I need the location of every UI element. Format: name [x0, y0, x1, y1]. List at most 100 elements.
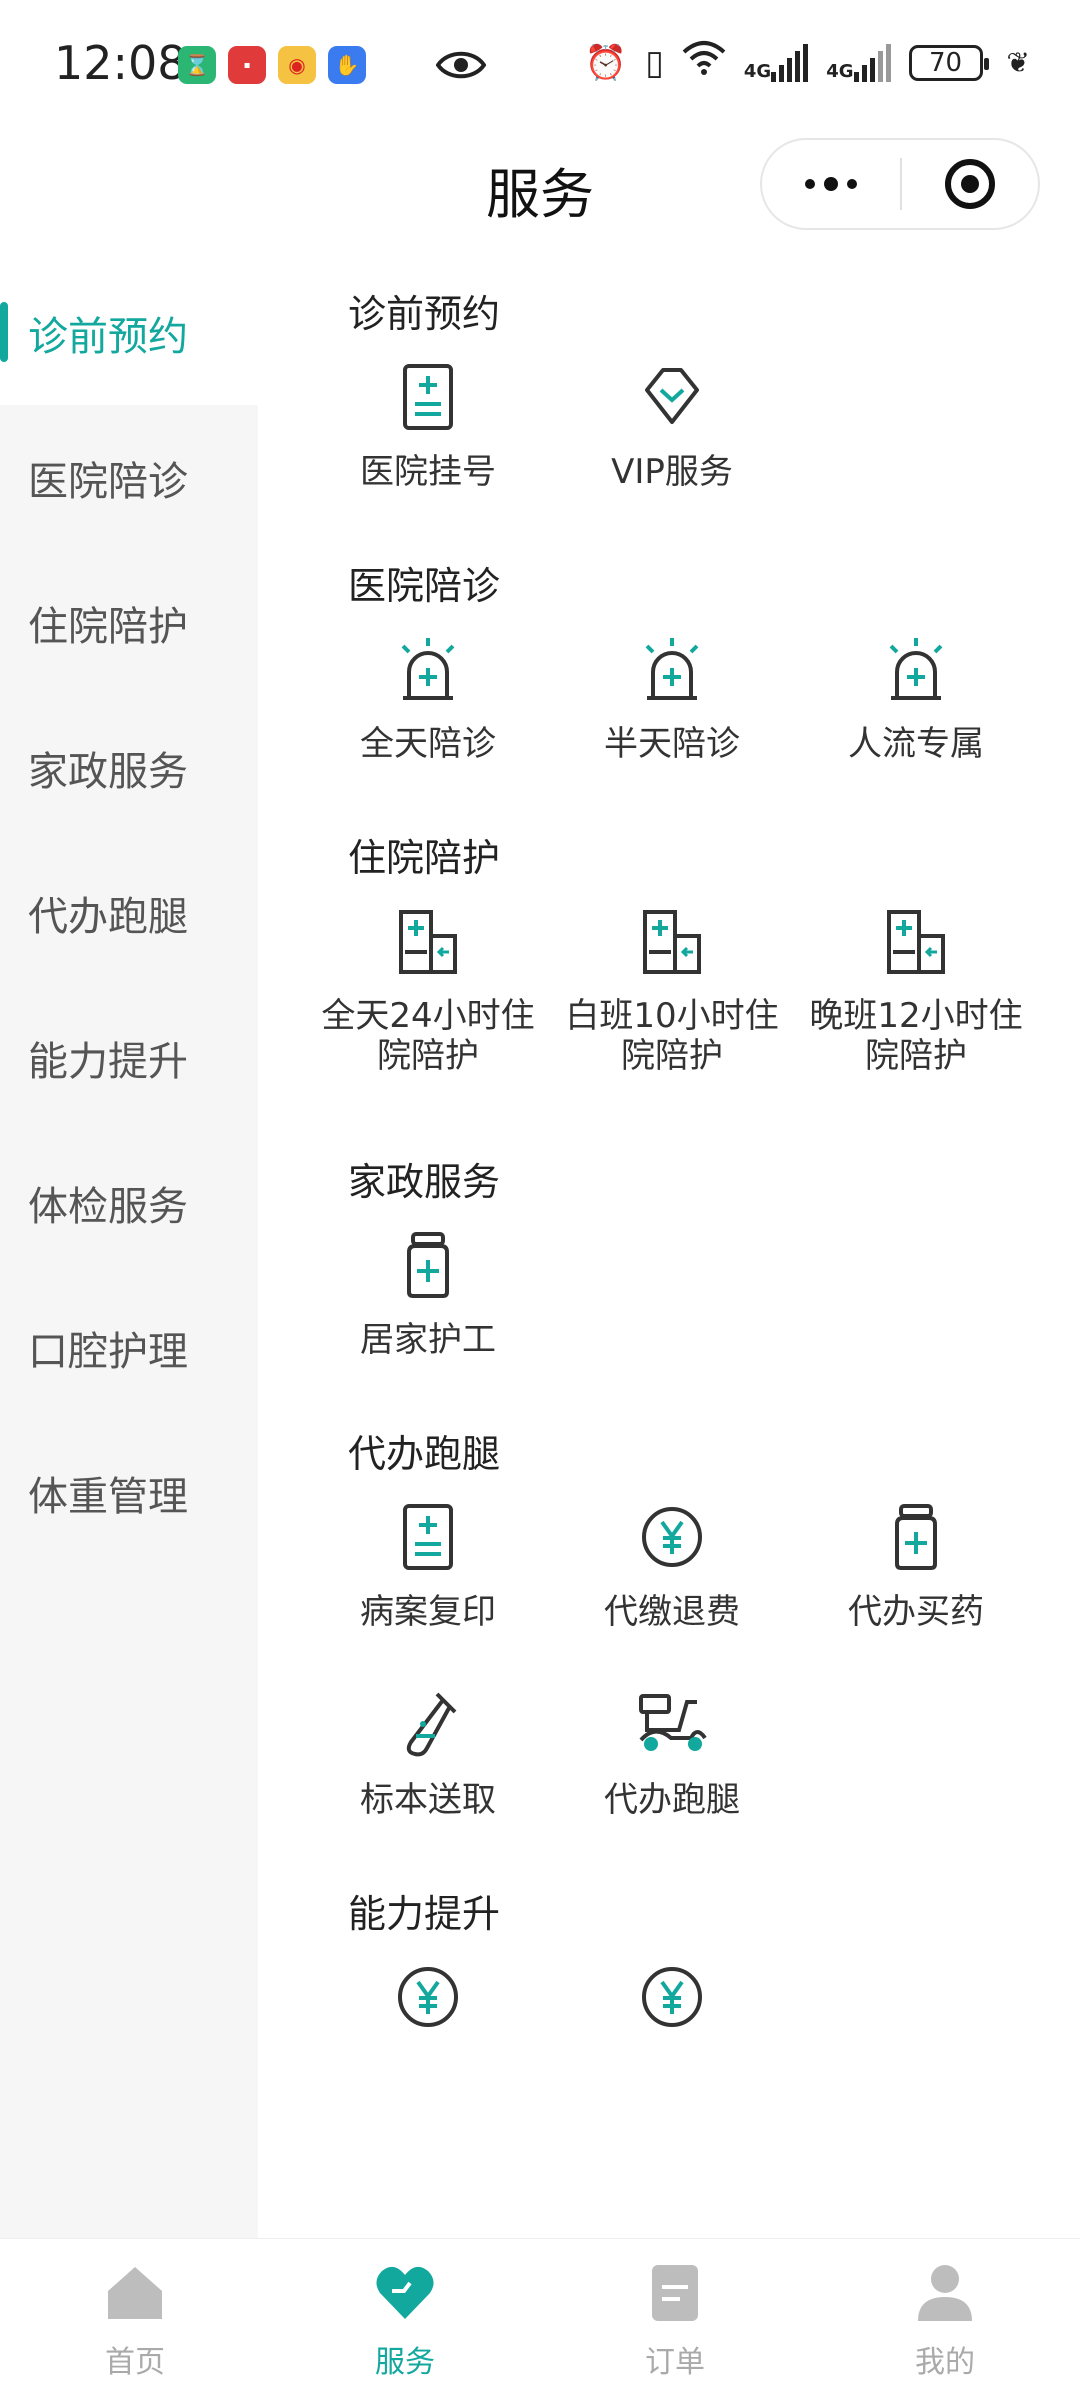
service-label: 全天24小时住院陪护 [321, 996, 535, 1076]
sidebar-item-0[interactable]: 诊前预约 [0, 260, 258, 405]
shield-app-icon: ✋ [328, 46, 366, 84]
service-tile[interactable]: 病案复印 [306, 1484, 550, 1672]
service-label: 全天陪诊 [360, 724, 496, 764]
capsule-divider [900, 158, 902, 210]
mini-program-capsule [760, 138, 1040, 230]
siren-icon [627, 624, 717, 714]
service-tile[interactable]: 白班10小时住院陪护 [550, 888, 794, 1128]
battery-level: 70 [928, 47, 963, 78]
section-title: 住院陪护 [348, 836, 501, 880]
hourglass-app-icon: ⌛ [178, 46, 216, 84]
sidebar-item-4[interactable]: 代办跑腿 [28, 893, 188, 940]
weibo-app-icon: ◉ [278, 46, 316, 84]
service-tile[interactable]: 全天陪诊 [306, 616, 550, 804]
service-label: 代办买药 [848, 1592, 984, 1632]
dot-icon [824, 177, 838, 191]
service-grid [306, 1944, 1080, 2132]
tab-label: 首页 [105, 2345, 165, 2380]
sidebar-item-6[interactable]: 体检服务 [28, 1183, 188, 1230]
section-title: 代办跑腿 [348, 1432, 501, 1476]
service-label: VIP服务 [611, 452, 733, 492]
more-button[interactable] [762, 140, 900, 228]
heart-icon [370, 2257, 440, 2331]
eye-icon [435, 48, 487, 86]
siren-icon [871, 624, 961, 714]
service-grid: 居家护工 [306, 1212, 1080, 1400]
service-label: 半天陪诊 [604, 724, 740, 764]
service-grid: 全天24小时住院陪护白班10小时住院陪护晚班12小时住院陪护 [306, 888, 1080, 1128]
close-button[interactable] [902, 140, 1038, 228]
sidebar-item-2[interactable]: 住院陪护 [28, 603, 188, 650]
section-title: 医院陪诊 [348, 564, 501, 608]
service-grid: 全天陪诊 半天陪诊 人流专属 [306, 616, 1080, 804]
tab-2[interactable]: 订单 [540, 2239, 810, 2388]
service-tile[interactable]: 代办买药 [794, 1484, 1038, 1672]
dot-icon [805, 179, 815, 189]
tab-3[interactable]: 我的 [810, 2239, 1080, 2388]
service-tile[interactable] [306, 1944, 550, 2132]
sidebar-item-1[interactable]: 医院陪诊 [28, 458, 188, 505]
sidebar-item-5[interactable]: 能力提升 [28, 1038, 188, 1085]
clipboard-plus-icon [383, 352, 473, 442]
yen-icon [383, 1952, 473, 2042]
alarm-icon: ⏰ [584, 42, 628, 83]
sidebar-item-3[interactable]: 家政服务 [28, 748, 188, 795]
tab-0[interactable]: 首页 [0, 2239, 270, 2388]
vibrate-icon: ▯ [645, 42, 664, 83]
service-label: 白班10小时住院陪护 [565, 996, 779, 1076]
signal-bars-icon [771, 43, 809, 82]
test-tube-icon [383, 1680, 473, 1770]
medicine-jar-icon [871, 1492, 961, 1582]
yen-icon [627, 1492, 717, 1582]
scooter-icon [627, 1680, 717, 1770]
target-icon [944, 159, 995, 209]
service-tile[interactable]: 标本送取 [306, 1672, 550, 1860]
hospital-icon [871, 896, 961, 986]
section-title: 能力提升 [348, 1892, 501, 1936]
hospital-icon [627, 896, 717, 986]
service-tile[interactable] [550, 1944, 794, 2132]
service-label: 居家护工 [360, 1320, 496, 1360]
sidebar-item-7[interactable]: 口腔护理 [28, 1328, 188, 1375]
hospital-icon [383, 896, 473, 986]
leaf-icon: ❦ [1006, 46, 1030, 79]
huawei-app-icon: ▪ [228, 46, 266, 84]
diamond-icon [627, 352, 717, 442]
sidebar-item-8[interactable]: 体重管理 [28, 1473, 188, 1520]
service-tile[interactable]: 代缴退费 [550, 1484, 794, 1672]
section-title: 家政服务 [348, 1160, 501, 1204]
status-time: 12:08 [54, 36, 187, 90]
service-grid: 病案复印 代缴退费代办买药标本送取 代办跑腿 [306, 1484, 1080, 1860]
service-tile[interactable]: 代办跑腿 [550, 1672, 794, 1860]
service-label: 医院挂号 [360, 452, 496, 492]
service-tile[interactable]: 半天陪诊 [550, 616, 794, 804]
battery-icon: 70 [908, 44, 989, 81]
category-sidebar: 诊前预约医院陪诊住院陪护家政服务代办跑腿能力提升体检服务口腔护理体重管理 [0, 260, 258, 2238]
order-icon [640, 2257, 710, 2331]
bottom-tab-bar: 首页 服务 订单 我的 [0, 2238, 1080, 2388]
service-label: 病案复印 [360, 1592, 496, 1632]
service-tile[interactable]: VIP服务 [550, 344, 794, 532]
service-label: 标本送取 [360, 1780, 496, 1820]
service-label: 晚班12小时住院陪护 [809, 996, 1023, 1076]
service-tile[interactable]: 居家护工 [306, 1212, 550, 1400]
status-bar: 12:08 ⌛ ▪ ◉ ✋ ⏰ ▯ 4G 4G 70 ❦ [0, 0, 1080, 130]
service-label: 人流专属 [848, 724, 984, 764]
tab-label: 订单 [645, 2345, 705, 2380]
service-label: 代办跑腿 [604, 1780, 740, 1820]
service-tile[interactable]: 晚班12小时住院陪护 [794, 888, 1038, 1128]
network-label-1: 4G [743, 60, 772, 82]
section-title: 诊前预约 [348, 292, 501, 336]
service-tile[interactable]: 人流专属 [794, 616, 1038, 804]
tab-1[interactable]: 服务 [270, 2239, 540, 2388]
service-tile[interactable]: 医院挂号 [306, 344, 550, 532]
tab-label: 我的 [915, 2345, 975, 2380]
medicine-jar-icon [383, 1220, 473, 1310]
dot-icon [847, 179, 857, 189]
tab-label: 服务 [375, 2345, 435, 2380]
siren-icon [383, 624, 473, 714]
service-tile[interactable]: 全天24小时住院陪护 [306, 888, 550, 1128]
signal-bars-icon [853, 43, 891, 82]
page-title: 服务 [486, 163, 594, 226]
yen-icon [627, 1952, 717, 2042]
